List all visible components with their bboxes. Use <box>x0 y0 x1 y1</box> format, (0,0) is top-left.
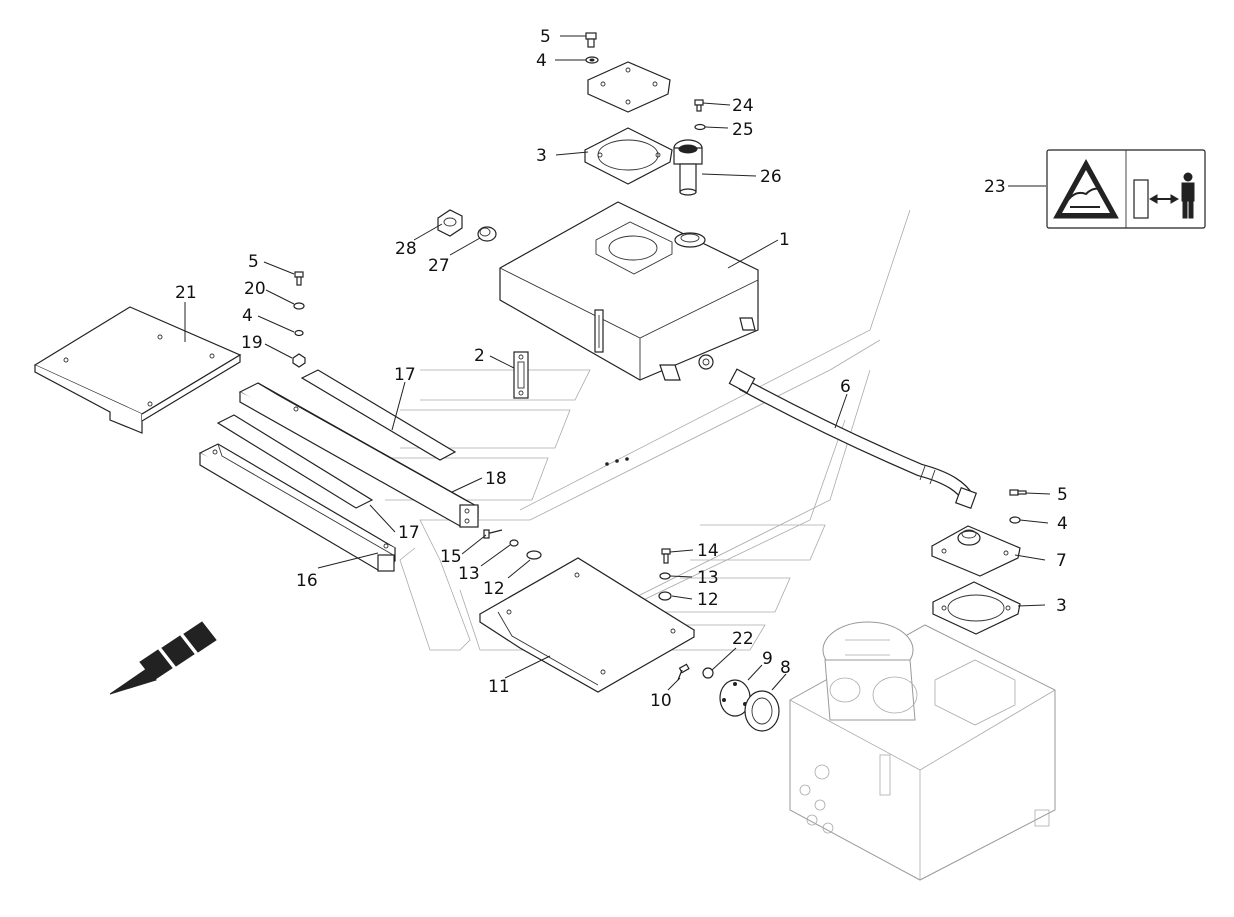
callout-27: 27 <box>428 256 450 276</box>
callout-5-left: 5 <box>248 252 259 272</box>
ghost-pump-motor <box>822 621 918 721</box>
filler-cap-26 <box>673 139 703 196</box>
callout-15: 15 <box>440 547 462 567</box>
direction-arrow-icon <box>109 621 217 695</box>
callout-labels: 5 4 24 25 3 26 23 1 28 27 5 20 21 4 19 2… <box>175 27 1068 711</box>
callout-12-left: 12 <box>483 579 505 599</box>
callout-7: 7 <box>1056 551 1067 571</box>
callout-13-right: 13 <box>697 568 719 588</box>
washer-12-right <box>658 591 672 601</box>
flange-plate-7 <box>931 525 1021 577</box>
callout-21: 21 <box>175 283 197 303</box>
callout-5-top: 5 <box>540 27 551 47</box>
washer-4-top <box>585 56 599 64</box>
channel-bracket-16 <box>198 443 397 572</box>
support-bracket-18 <box>238 382 480 528</box>
nut-28 <box>437 209 463 237</box>
callout-14: 14 <box>697 541 719 561</box>
callout-4-top: 4 <box>536 51 547 71</box>
callout-3-top: 3 <box>536 146 547 166</box>
gasket-3-right <box>932 581 1021 635</box>
callout-10: 10 <box>650 691 672 711</box>
callout-12-right: 12 <box>697 590 719 610</box>
washer-12-left <box>526 550 542 560</box>
washer-4-right <box>1009 516 1021 524</box>
warning-hot-surface-icon <box>1053 158 1119 219</box>
bolt-15 <box>483 529 503 539</box>
rubber-strip-17-upper <box>300 369 457 461</box>
washer-13-left <box>509 539 519 547</box>
seal-ring-8 <box>744 690 780 732</box>
keep-distance-person-icon <box>1133 172 1195 219</box>
callout-23: 23 <box>984 177 1006 197</box>
gasket-3-top <box>584 127 673 185</box>
ball-22 <box>702 667 714 679</box>
callout-22: 22 <box>732 629 754 649</box>
callout-4-right: 4 <box>1057 514 1068 534</box>
bolt-24 <box>694 99 704 112</box>
callout-9: 9 <box>762 649 773 669</box>
callout-18: 18 <box>485 469 507 489</box>
bolt-14 <box>661 548 671 564</box>
bolt-5-left <box>294 271 304 286</box>
callout-25: 25 <box>732 120 754 140</box>
hydraulic-hose-6 <box>728 368 978 510</box>
hydraulic-tank-1 <box>499 201 759 381</box>
callout-13-left: 13 <box>458 564 480 584</box>
leader-lines <box>184 35 1051 691</box>
callout-4-left: 4 <box>242 306 253 326</box>
ghost-tank-assembly <box>789 621 1056 881</box>
callout-8: 8 <box>780 658 791 678</box>
nut-19 <box>292 353 306 368</box>
callout-6: 6 <box>840 377 851 397</box>
cover-plate-top <box>587 61 671 113</box>
bottom-cover-11 <box>478 557 696 693</box>
callout-17-upper: 17 <box>394 365 416 385</box>
bolt-5-top <box>585 32 597 48</box>
callout-1: 1 <box>779 230 790 250</box>
callout-20: 20 <box>244 279 266 299</box>
sight-glass-2 <box>513 351 529 399</box>
washer-25 <box>694 123 706 131</box>
washer-4-left <box>294 329 304 337</box>
callout-19: 19 <box>241 333 263 353</box>
bolt-5-right <box>1009 489 1027 496</box>
callout-17-lower: 17 <box>398 523 420 543</box>
callout-3-right: 3 <box>1056 596 1067 616</box>
washer-20 <box>293 302 305 310</box>
side-cover-21 <box>33 306 242 434</box>
plug-27 <box>477 226 497 242</box>
callout-16: 16 <box>296 571 318 591</box>
callout-24: 24 <box>732 96 754 116</box>
rubber-strip-17-lower <box>216 414 374 509</box>
callout-11: 11 <box>488 677 510 697</box>
callout-28: 28 <box>395 239 417 259</box>
callout-5-right: 5 <box>1057 485 1068 505</box>
bolt-10 <box>677 663 690 681</box>
warning-decal-23 <box>1046 149 1206 229</box>
callout-2: 2 <box>474 346 485 366</box>
callout-26: 26 <box>760 167 782 187</box>
washer-13-right <box>659 572 671 580</box>
